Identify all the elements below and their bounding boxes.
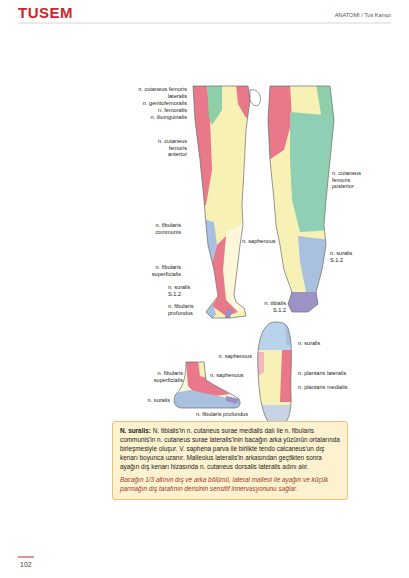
- sural-area: [200, 302, 216, 322]
- nerve-label: n. cutaneus femoris posterior: [332, 170, 364, 190]
- footer-rule: [18, 557, 34, 558]
- toe-area: [250, 318, 300, 350]
- nerve-label: n. plantaris lateralis: [298, 370, 346, 377]
- sole: [250, 318, 300, 435]
- paragraph: N. suralis:N. tibialis'in n. cutaneus su…: [120, 427, 340, 472]
- nerve-label: n. tibialis S.1.2: [254, 300, 286, 313]
- sural-area: [298, 236, 330, 292]
- femoral-anterior-area: [180, 80, 260, 325]
- nerve-label: n. suralis S.1.2: [168, 284, 199, 297]
- paragraph: Bacağın 1/3 altının dış ve arka bölümü, …: [120, 476, 340, 494]
- deep-fibular-area: [225, 309, 233, 318]
- back-leg: [260, 80, 340, 320]
- nerve-label: n. fibularis profundus: [196, 411, 248, 418]
- page-number: 102: [20, 561, 32, 569]
- nerve-label: n. saphenous: [210, 372, 244, 379]
- nerve-label: n. saphenous: [218, 353, 252, 360]
- genital-outline: [250, 90, 261, 106]
- nerve-label: n. femoralis: [158, 107, 187, 114]
- nerve-label: n. fibularis profundus: [168, 303, 204, 316]
- nerve-label: n. saphenous: [242, 238, 276, 245]
- genitofemoral-area: [207, 84, 222, 125]
- saphenous-area: [223, 222, 246, 312]
- note-box: N. suralis:N. tibialis'in n. cutaneus su…: [112, 421, 348, 500]
- sural-area: [285, 318, 298, 345]
- foot-outline: [174, 362, 240, 408]
- nerve-label: n. suralis: [148, 397, 170, 404]
- logo-text: TUSEM: [18, 5, 73, 20]
- leg-outline: [193, 86, 250, 318]
- note-heading: N. suralis:: [120, 427, 151, 434]
- lateral-plantar-area: [280, 350, 298, 402]
- nerve-label: n. plantaris medialis: [298, 384, 347, 391]
- nerve-label: n. ilioinguinalis: [151, 114, 187, 121]
- deep-fibular-area: [226, 396, 240, 404]
- nerve-label: n. fibularis superficialis: [143, 370, 183, 383]
- side-foot: [168, 358, 248, 413]
- leg-outline: [268, 86, 334, 312]
- sural-area: [168, 390, 242, 412]
- sole-outline: [258, 322, 292, 428]
- nerve-label: n. genitofemoralis: [143, 100, 187, 107]
- nerve-label: n. suralis: [298, 340, 320, 347]
- foot-area: [168, 358, 248, 413]
- superficial-fibular-area: [212, 236, 238, 316]
- note-text: Bacağın 1/3 altının dış ve arka bölümü, …: [120, 476, 328, 492]
- header-text: ANATOMİ / Tus Kampı: [335, 12, 391, 19]
- tibial-area: [284, 292, 320, 314]
- nerve-label: n. cutaneus femoris anterior: [154, 138, 187, 158]
- medial-area: [260, 80, 340, 320]
- lateral-femoral-area: [266, 84, 292, 162]
- header-rule: [18, 23, 391, 24]
- note-text: N. tibialis'in n. cutaneus surae mediali…: [120, 427, 340, 470]
- nerve-label: n. cutaneus femoris lateralis: [135, 86, 187, 99]
- nerve-label: n. suralis S.1.2: [330, 250, 361, 263]
- nerve-label: n. fibularis superficialis: [141, 264, 181, 277]
- nerve-label: n. fibularis communis: [141, 222, 181, 235]
- front-leg: [180, 80, 260, 325]
